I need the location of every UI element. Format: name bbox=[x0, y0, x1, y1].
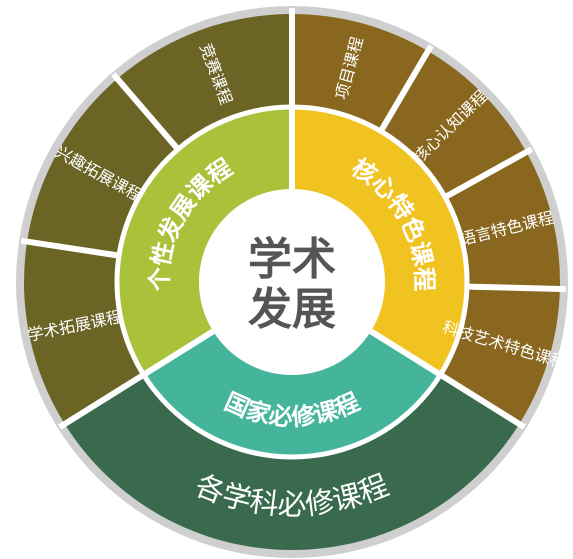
separator-line bbox=[58, 328, 215, 430]
middle-left-sector bbox=[116, 106, 292, 375]
middle-ring bbox=[116, 106, 467, 457]
outer-ring bbox=[24, 14, 561, 551]
separator-line bbox=[20, 237, 120, 259]
core-circle bbox=[199, 189, 385, 375]
core-label-line2: 发展 bbox=[248, 284, 336, 335]
separator-line bbox=[369, 328, 526, 430]
outer-bottom-sector bbox=[64, 374, 520, 551]
separator-line bbox=[443, 146, 534, 200]
separator-line bbox=[378, 44, 434, 133]
separator-line bbox=[111, 72, 181, 152]
ring-boundary bbox=[114, 104, 470, 460]
outer-right-sector bbox=[292, 14, 561, 425]
outer-left-sector bbox=[24, 14, 293, 425]
middle-right-sector bbox=[292, 107, 467, 375]
separator-line bbox=[466, 283, 566, 293]
core-label-line1: 学术 bbox=[248, 234, 336, 285]
separators bbox=[20, 8, 566, 460]
middle-bottom-sector bbox=[143, 331, 441, 457]
